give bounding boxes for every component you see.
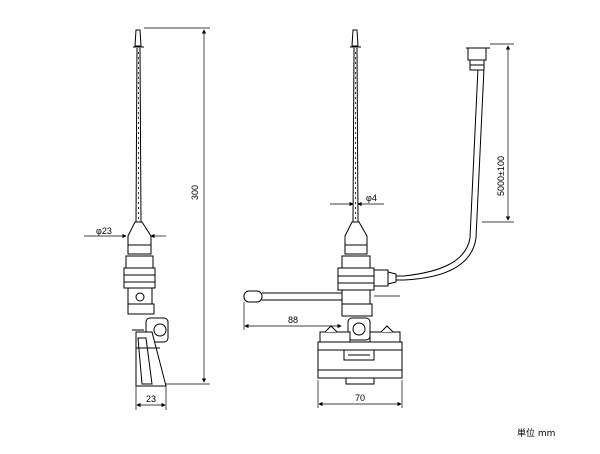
left-base-width-dimension [135,386,167,410]
left-coil-housing [123,221,156,315]
units-label: 単位 mm [517,427,555,439]
center-coil-housing [337,221,375,317]
center-side-arm [243,290,400,303]
coax-cable [403,47,490,281]
center-front-view [243,29,514,408]
center-arm-length-label: 88 [288,315,298,325]
center-rod-diameter-label: φ4 [366,193,377,203]
left-height-dimension [144,27,210,385]
center-antenna-whip [350,29,361,223]
left-height-label: 300 [190,185,200,200]
center-base-width-dimension [317,380,403,408]
cable-length-label: 5000±100 [496,156,506,196]
left-antenna-whip [133,29,144,223]
center-mount-base [317,317,403,385]
left-mount-bracket [132,317,169,387]
center-cable-connector [373,269,404,287]
center-arm-length-dimension [243,302,342,330]
left-base-width-label: 23 [146,394,156,404]
left-diameter-label: φ23 [96,226,112,236]
left-side-view [84,27,210,410]
center-base-width-label: 70 [355,393,365,403]
cable-length-dimension [482,43,514,223]
